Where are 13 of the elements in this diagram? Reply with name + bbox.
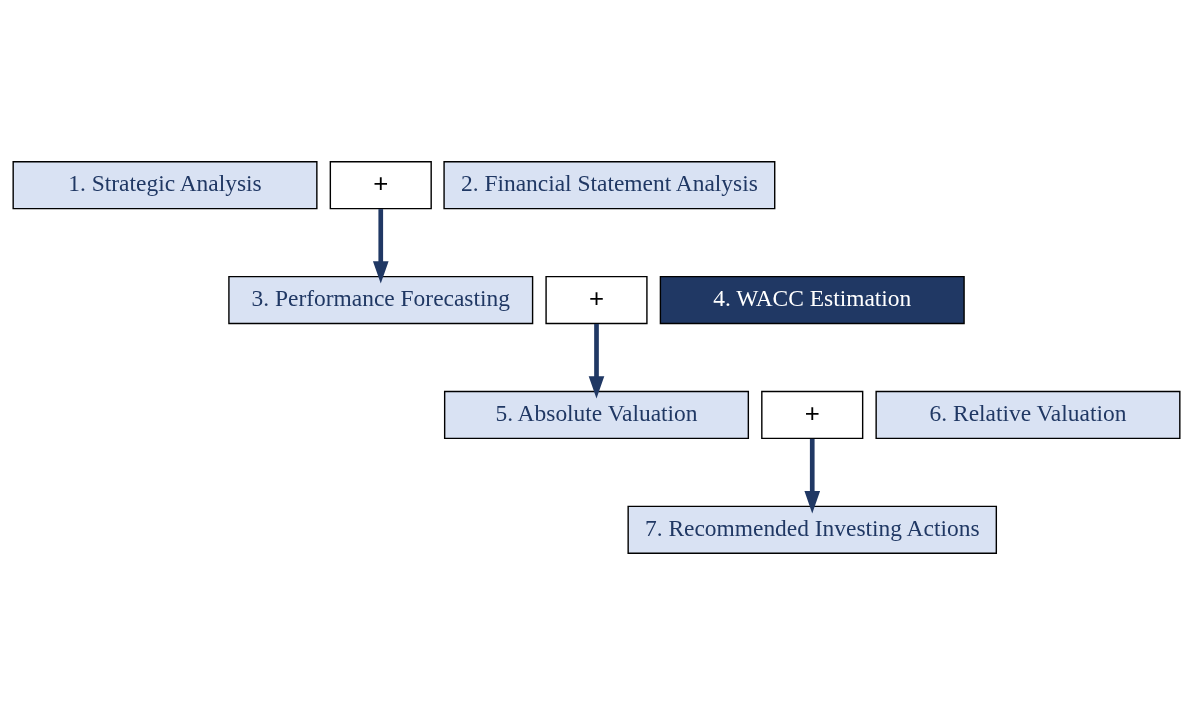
node-box: 5. Absolute Valuation	[443, 390, 750, 440]
node-box: +	[545, 275, 648, 325]
arrow	[804, 438, 821, 514]
arrow	[588, 324, 605, 399]
node-box: 3. Performance Forecasting	[228, 275, 534, 325]
arrow	[372, 209, 389, 284]
node-box: +	[329, 161, 432, 210]
node-box: +	[761, 390, 864, 440]
node-box: 1. Strategic Analysis	[12, 161, 318, 210]
node-box: 6. Relative Valuation	[875, 390, 1181, 440]
node-box: 2. Financial Statement Analysis	[443, 161, 776, 210]
node-box: 7. Recommended Investing Actions	[627, 505, 998, 554]
node-box: 4. WACC Estimation	[659, 275, 965, 325]
